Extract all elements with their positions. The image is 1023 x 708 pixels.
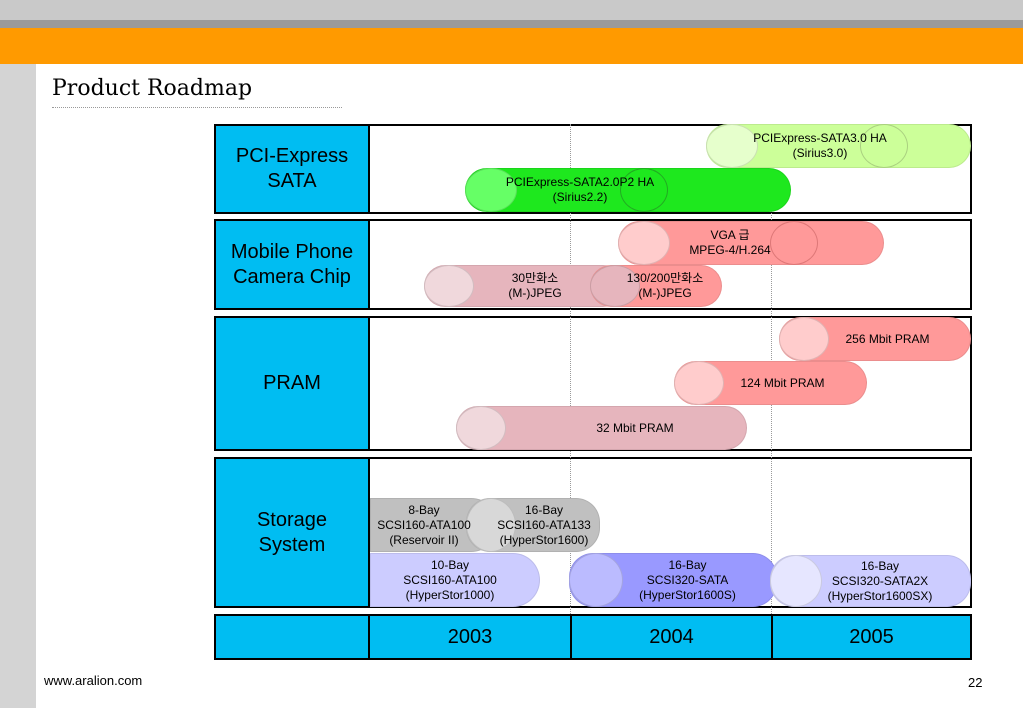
footer-url: www.aralion.com xyxy=(44,673,143,688)
page-number: 22 xyxy=(968,675,983,690)
bar-pram256-cap xyxy=(779,317,829,361)
bar-bay10-label: 10-Bay SCSI160-ATA100 (HyperStor1000) xyxy=(403,557,497,602)
year-row-blank xyxy=(216,616,370,658)
bar-jpeg130-label: 130/200만화소 (M-)JPEG xyxy=(626,271,704,300)
bar-vga-cap-end xyxy=(770,221,818,265)
bar-pram124-label: 124 Mbit PRAM xyxy=(740,375,825,390)
bar-pram124-cap xyxy=(674,361,724,405)
row-label-pram: PRAM xyxy=(216,318,370,449)
slide-top-band xyxy=(0,0,1023,20)
slide-top-band-dark xyxy=(0,20,1023,28)
bar-bay8-label: 8-Bay SCSI160-ATA100 (Reservoir II) xyxy=(377,502,471,547)
bar-jpeg30-label: 30만화소 (M-)JPEG xyxy=(508,271,562,300)
slide-title: Product Roadmap xyxy=(52,76,253,101)
title-underline xyxy=(52,107,342,108)
bar-sata30-cap-end xyxy=(860,124,908,168)
bar-vga-label: VGA 급 MPEG-4/H.264 xyxy=(689,228,771,257)
bar-bay16a-label: 16-Bay SCSI160-ATA133 (HyperStor1600) xyxy=(497,502,591,547)
bar-sata20-cap xyxy=(465,168,517,212)
row-label-pci-express: PCI-Express SATA xyxy=(216,126,370,212)
year-2004: 2004 xyxy=(572,616,773,658)
year-2003: 2003 xyxy=(370,616,572,658)
bar-sata30-label: PCIExpress-SATA3.0 HA (Sirius3.0) xyxy=(753,131,887,160)
bar-jpeg130-cap xyxy=(590,265,640,307)
year-divider-2004 xyxy=(570,124,571,660)
bar-pram32-cap xyxy=(456,406,506,450)
bar-jpeg30-cap xyxy=(424,265,474,307)
row-label-mobile-phone: Mobile Phone Camera Chip xyxy=(216,221,370,308)
bar-bay16a-cap xyxy=(466,498,516,552)
bar-pram32-label: 32 Mbit PRAM xyxy=(596,420,674,435)
bar-bay16b-label: 16-Bay SCSI320-SATA (HyperStor1600S) xyxy=(639,557,736,602)
slide-orange-band xyxy=(0,28,1023,64)
bar-bay16c-label: 16-Bay SCSI320-SATA2X (HyperStor1600SX) xyxy=(827,558,933,603)
bar-bay16b-cap xyxy=(569,553,623,607)
bar-bay16c-cap xyxy=(770,555,822,607)
slide-left-rule xyxy=(0,0,36,708)
row-label-storage: Storage System xyxy=(216,459,370,606)
bar-pram256-label: 256 Mbit PRAM xyxy=(845,331,930,346)
bar-bay10 xyxy=(370,553,540,607)
bar-sata20-label: PCIExpress-SATA2.0P2 HA (Sirius2.2) xyxy=(505,175,655,204)
bar-vga-cap xyxy=(618,221,670,265)
year-2005: 2005 xyxy=(849,625,894,648)
bar-sata20-cap-end xyxy=(620,168,668,212)
bar-sata30-cap xyxy=(706,124,758,168)
year-row: 2003 2004 2005 xyxy=(214,614,972,660)
